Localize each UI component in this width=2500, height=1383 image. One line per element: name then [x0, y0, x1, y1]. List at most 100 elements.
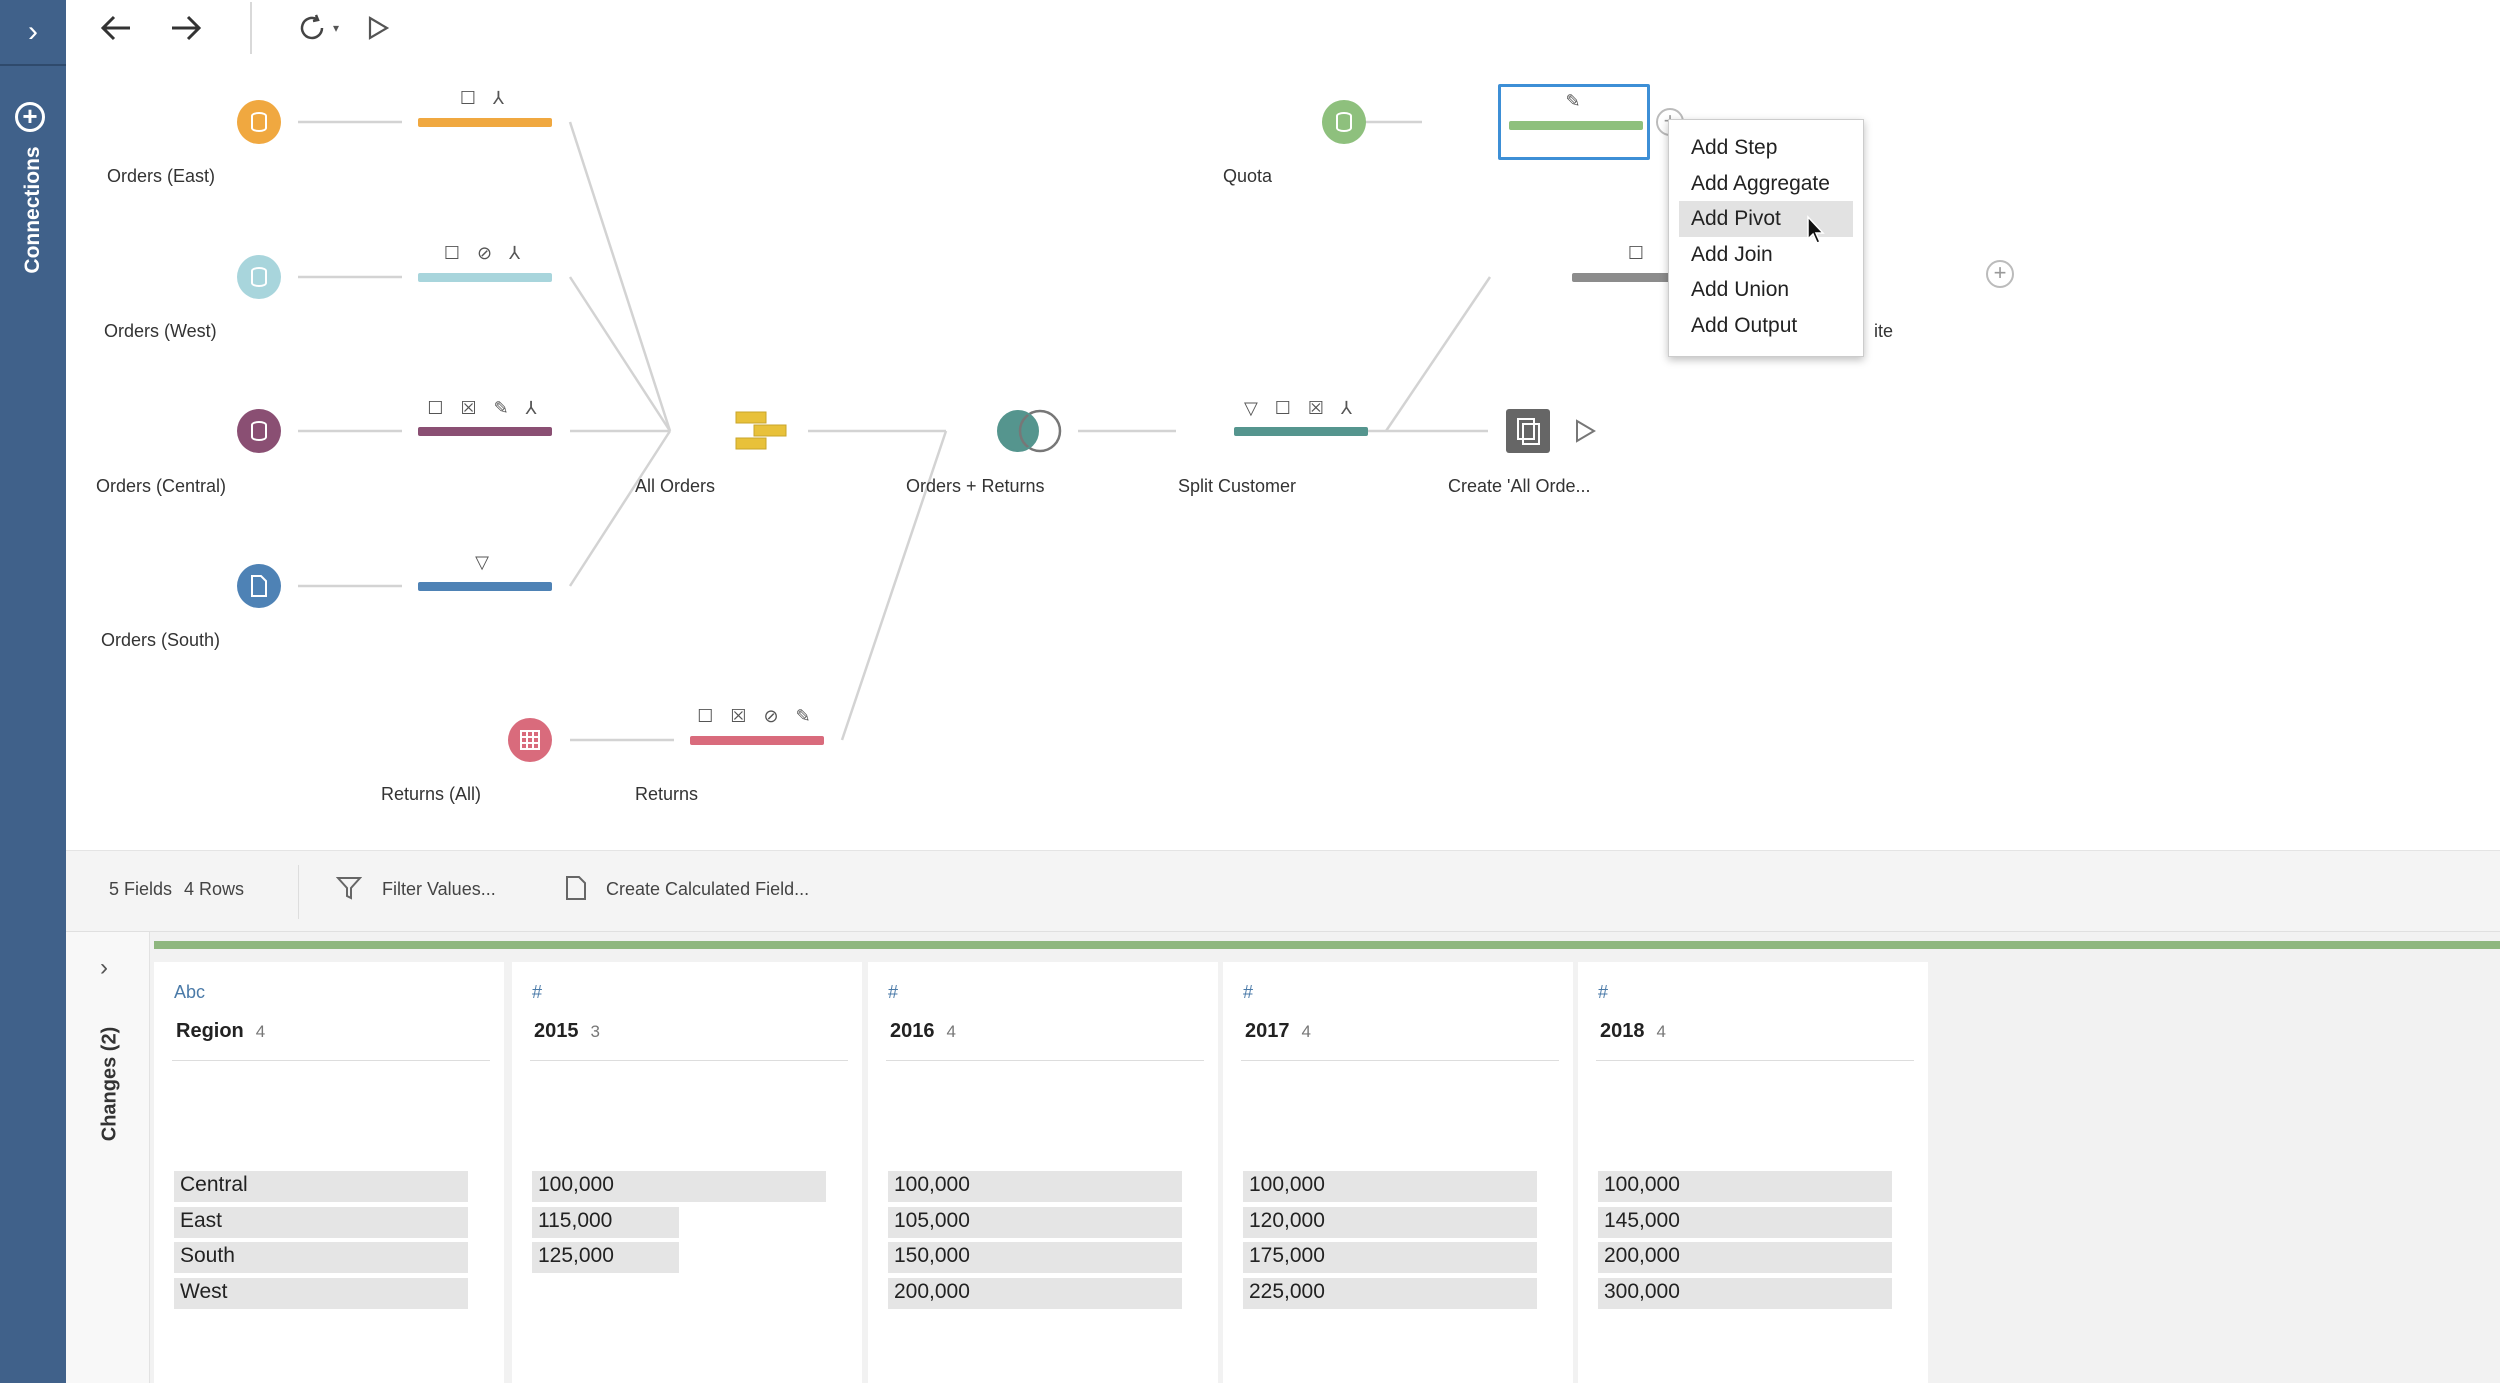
value-row[interactable]: 100,000	[532, 1169, 832, 1205]
input-orders-east-label: Orders (East)	[107, 166, 216, 186]
string-type-icon[interactable]: Abc	[174, 982, 206, 1002]
input-orders-south-icon[interactable]	[237, 564, 281, 608]
connections-label[interactable]: Connections	[21, 146, 44, 274]
create-calculated-field-button[interactable]: Create Calculated Field...	[606, 879, 810, 899]
menu-add-output[interactable]: Add Output	[1691, 313, 1798, 337]
split-customer-step[interactable]	[1234, 427, 1368, 436]
value-text: 200,000	[894, 1279, 970, 1303]
refresh-icon[interactable]	[290, 6, 334, 50]
input-orders-west-icon[interactable]	[237, 255, 281, 299]
selected-clean-step[interactable]: ✎	[1498, 84, 1650, 160]
value-row[interactable]: 175,000	[1243, 1240, 1543, 1276]
value-frequency-bar	[174, 1206, 468, 1238]
back-arrow-icon[interactable]	[94, 6, 138, 50]
run-output-play-icon[interactable]	[1572, 418, 1598, 444]
input-returns-all-icon[interactable]	[508, 718, 552, 762]
value-text: 200,000	[1604, 1244, 1680, 1267]
value-row[interactable]: 300,000	[1598, 1276, 1898, 1312]
split-step-label: Split Customer	[1178, 476, 1297, 496]
distinct-count: 4	[946, 1022, 956, 1041]
run-flow-play-icon[interactable]	[356, 6, 400, 50]
value-text: 115,000	[538, 1208, 613, 1232]
flow-canvas[interactable]: Orders (East) Orders (West) Orders (Cent…	[66, 60, 2500, 850]
input-quota-icon[interactable]	[1322, 100, 1366, 144]
value-row[interactable]: 120,000	[1243, 1205, 1543, 1241]
input-orders-east-icon[interactable]	[237, 100, 281, 144]
add-connection-icon[interactable]: +	[15, 102, 45, 132]
gray-clean-step[interactable]	[1572, 273, 1706, 282]
value-row[interactable]: South	[174, 1240, 474, 1276]
number-type-icon[interactable]: #	[1598, 982, 1609, 1002]
card-divider	[1596, 1060, 1914, 1061]
value-frequency-bar	[888, 1242, 1182, 1273]
clean-step-east[interactable]	[418, 118, 552, 127]
value-row[interactable]: 100,000	[1598, 1169, 1898, 1205]
value-frequency-bar	[1598, 1242, 1892, 1273]
toolbar-divider	[250, 2, 252, 54]
join-venn-icon[interactable]	[994, 408, 1066, 454]
value-row[interactable]: 200,000	[1598, 1240, 1898, 1276]
clean-step-central[interactable]	[418, 427, 552, 436]
changes-label[interactable]: Changes (2)	[98, 1026, 121, 1142]
menu-add-step[interactable]: Add Step	[1691, 136, 1778, 159]
field-name-text: 2018	[1600, 1020, 1645, 1042]
value-row[interactable]: 100,000	[1243, 1169, 1543, 1205]
value-row[interactable]: 225,000	[1243, 1276, 1543, 1312]
value-text: 100,000	[894, 1173, 970, 1196]
refresh-dropdown-caret-icon[interactable]: ▾	[332, 21, 340, 35]
value-row[interactable]: 200,000	[888, 1276, 1188, 1312]
value-row[interactable]: 100,000	[888, 1169, 1188, 1205]
edit-change-icon: ✎	[1565, 91, 1587, 111]
output-step-icon[interactable]	[1506, 409, 1550, 453]
value-row[interactable]: 125,000	[532, 1240, 832, 1276]
filter-values-button[interactable]: Filter Values...	[382, 879, 496, 899]
expand-rail-chevron-icon[interactable]: ›	[0, 0, 66, 66]
value-frequency-bar	[1243, 1277, 1537, 1309]
value-frequency-bar	[174, 1277, 468, 1309]
value-row[interactable]: 115,000	[532, 1205, 832, 1241]
number-type-icon[interactable]: #	[532, 982, 543, 1002]
value-text: Central	[180, 1173, 248, 1196]
clean-step-returns[interactable]	[690, 736, 824, 745]
input-orders-central-icon[interactable]	[237, 409, 281, 453]
value-text: 100,000	[1249, 1173, 1325, 1196]
value-row[interactable]: West	[174, 1276, 474, 1312]
changes-expand-chevron-icon[interactable]: ›	[100, 954, 108, 981]
value-text: 175,000	[1249, 1244, 1325, 1267]
value-row[interactable]: 150,000	[888, 1240, 1188, 1276]
union-icon[interactable]	[734, 410, 788, 452]
clean-step-east-change-icons: ☐ ⅄	[459, 88, 511, 108]
value-row[interactable]: 105,000	[888, 1205, 1188, 1241]
value-row[interactable]: 145,000	[1598, 1205, 1898, 1241]
number-type-icon[interactable]: #	[888, 982, 899, 1002]
number-type-icon[interactable]: #	[1243, 982, 1254, 1002]
clean-step-south[interactable]	[418, 582, 552, 591]
value-frequency-bar	[1598, 1206, 1892, 1238]
forward-arrow-icon[interactable]	[164, 6, 208, 50]
menu-add-pivot[interactable]: Add Pivot	[1679, 201, 1853, 237]
menu-add-aggregate[interactable]: Add Aggregate	[1691, 171, 1830, 195]
clean-step-west[interactable]	[418, 273, 552, 282]
value-text: South	[180, 1244, 235, 1267]
filter-icon[interactable]	[335, 875, 363, 906]
value-row[interactable]: East	[174, 1205, 474, 1241]
value-row[interactable]: Central	[174, 1169, 474, 1205]
calculated-field-icon[interactable]	[564, 875, 588, 906]
card-divider	[530, 1060, 848, 1061]
add-step-plus-icon-2[interactable]: +	[1986, 260, 2014, 288]
menu-add-join[interactable]: Add Join	[1691, 242, 1773, 266]
join-step-label: Orders + Returns	[906, 476, 1045, 496]
menu-add-union[interactable]: Add Union	[1691, 278, 1790, 301]
value-text: 100,000	[538, 1173, 614, 1196]
